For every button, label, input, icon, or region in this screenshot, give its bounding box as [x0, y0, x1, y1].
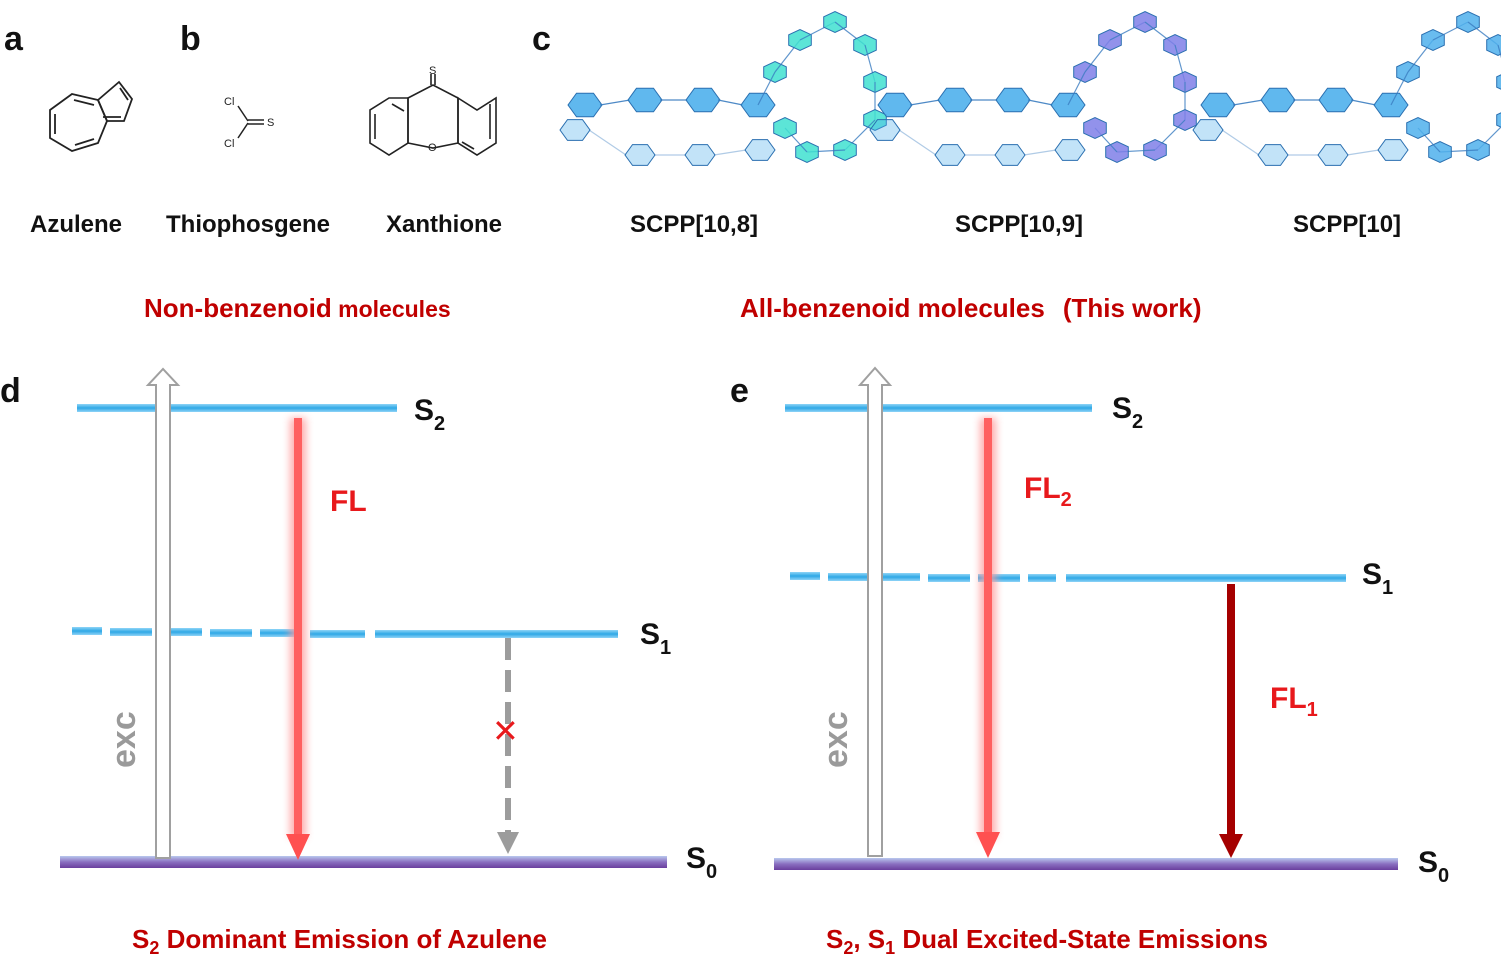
- panel-d-diagram: exc FL ✕ S2 S1 S0: [60, 367, 717, 883]
- ring-bond: [757, 71, 776, 106]
- e-exc-arrow: [857, 366, 893, 857]
- benzene-ring: [1260, 87, 1296, 113]
- d-exc-arrow: [145, 367, 181, 859]
- benzene-ring: [1406, 117, 1430, 139]
- benzene-ring: [1318, 87, 1354, 113]
- benzene-ring: [559, 119, 591, 141]
- thiophosgene-structure: Cl Cl S: [224, 96, 274, 150]
- benzene-ring: [934, 144, 966, 166]
- xanthione-atom-s: S: [429, 65, 436, 77]
- benzene-ring: [1486, 34, 1501, 56]
- panel-e-diagram: exc FL2 FL1 S2 S1 S0: [774, 366, 1449, 887]
- e-s1-label: S1: [1362, 558, 1393, 599]
- benzene-ring: [877, 92, 913, 118]
- e-s0-level: [774, 858, 1398, 870]
- ring-bond: [1067, 71, 1086, 106]
- benzene-ring: [684, 144, 716, 166]
- benzene-ring: [937, 87, 973, 113]
- d-s1-label: S1: [640, 618, 671, 659]
- benzene-ring: [1054, 139, 1086, 161]
- e-exc-label: exc: [817, 711, 855, 768]
- caption-non-benzenoid: Non-benzenoid molecules: [144, 293, 451, 323]
- label-scpp-10-8: SCPP[10,8]: [630, 211, 758, 238]
- d-s1-level: [72, 627, 618, 638]
- ring-bond: [588, 129, 627, 156]
- caption-panel-d: S2 Dominant Emission of Azulene: [132, 924, 547, 958]
- benzene-ring: [1317, 144, 1349, 166]
- benzene-ring: [1192, 119, 1224, 141]
- d-s2-label: S2: [414, 394, 445, 435]
- d-blocked-arrow: [497, 638, 519, 854]
- e-fl2-arrow: [976, 418, 1000, 858]
- scpp-10-8-structure: [559, 11, 887, 166]
- d-s2-level: [77, 404, 397, 412]
- d-exc-label: exc: [105, 711, 143, 768]
- benzene-ring: [627, 87, 663, 113]
- d-s0-label: S0: [686, 842, 717, 883]
- panel-label-a: a: [4, 20, 24, 58]
- label-thiophosgene: Thiophosgene: [166, 211, 330, 238]
- label-scpp-10-9: SCPP[10,9]: [955, 211, 1083, 238]
- e-fl1-arrow: [1219, 584, 1243, 858]
- benzene-ring: [567, 92, 603, 118]
- label-scpp-10: SCPP[10]: [1293, 211, 1401, 238]
- ring-bond: [898, 129, 937, 156]
- ring-bond: [1346, 149, 1380, 156]
- atom-s: S: [267, 117, 274, 129]
- d-s0-level: [60, 856, 667, 868]
- benzene-ring: [1496, 74, 1501, 90]
- ring-bond: [1023, 149, 1057, 156]
- scpp-10-9-structure: [869, 11, 1197, 166]
- panel-label-e: e: [730, 372, 749, 410]
- d-blocked-cross-icon: ✕: [492, 712, 519, 750]
- e-s1-level: [790, 572, 1346, 582]
- label-azulene: Azulene: [30, 211, 122, 238]
- atom-cl-bottom: Cl: [224, 138, 234, 150]
- caption-all-benzenoid: All-benzenoid molecules(This work): [740, 293, 1202, 323]
- xanthione-atom-o: O: [428, 142, 437, 154]
- benzene-ring: [1257, 144, 1289, 166]
- ring-bond: [599, 99, 631, 106]
- benzene-ring: [869, 119, 901, 141]
- ring-bond: [1221, 129, 1260, 156]
- benzene-ring: [994, 144, 1026, 166]
- e-fl2-label: FL2: [1024, 472, 1072, 511]
- e-s0-label: S0: [1418, 846, 1449, 887]
- benzene-ring: [1200, 92, 1236, 118]
- ring-bond: [909, 99, 941, 106]
- xanthione-structure: S O: [369, 65, 497, 156]
- ring-bond: [1027, 99, 1054, 106]
- d-fl-label: FL: [330, 485, 367, 518]
- atom-cl-top: Cl: [224, 96, 234, 108]
- benzene-ring: [773, 117, 797, 139]
- d-fl-arrow: [286, 418, 310, 860]
- ring-bond: [1497, 44, 1501, 59]
- e-s2-label: S2: [1112, 392, 1143, 433]
- panel-label-d: d: [0, 372, 21, 410]
- caption-panel-e: S2, S1 Dual Excited-State Emissions: [826, 924, 1268, 958]
- azulene-structure: [49, 80, 134, 152]
- benzene-ring: [685, 87, 721, 113]
- benzene-ring: [744, 139, 776, 161]
- benzene-ring: [995, 87, 1031, 113]
- label-xanthione: Xanthione: [386, 211, 502, 238]
- benzene-ring: [624, 144, 656, 166]
- scpp-10-structure: [1192, 11, 1501, 166]
- ring-bond: [717, 99, 744, 106]
- ring-bond: [713, 149, 747, 156]
- ring-bond: [1390, 71, 1409, 106]
- ring-bond: [1232, 99, 1264, 106]
- e-fl1-label: FL1: [1270, 682, 1318, 721]
- benzene-ring: [1496, 112, 1501, 128]
- panel-label-b: b: [180, 20, 201, 58]
- panel-label-c: c: [532, 20, 551, 58]
- benzene-ring: [1377, 139, 1409, 161]
- ring-bond: [1350, 99, 1377, 106]
- benzene-ring: [1083, 117, 1107, 139]
- e-s2-level: [785, 404, 1092, 412]
